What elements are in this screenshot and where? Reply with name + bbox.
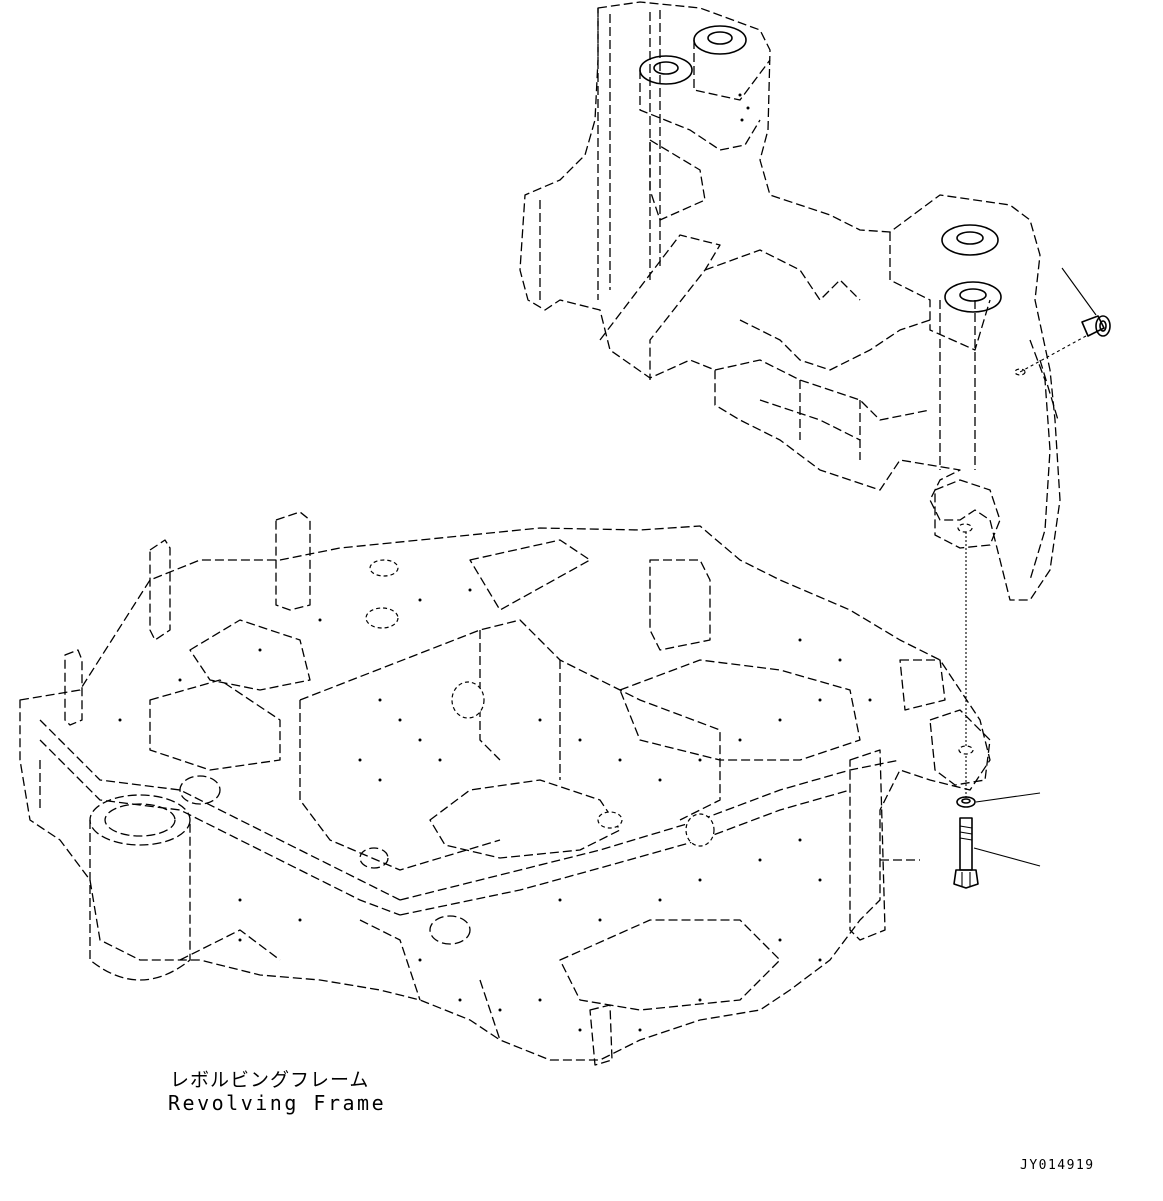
- revolving-frame-label-jp: レボルビングフレーム: [170, 1069, 370, 1091]
- leader-line-bolt: [973, 847, 1041, 867]
- plug-part: [1019, 315, 1111, 373]
- frame-fastener-dots: [118, 588, 872, 1032]
- bolt-part: [953, 817, 979, 889]
- drawing-id: JY014919: [1020, 1158, 1095, 1173]
- washer-part: [956, 796, 976, 808]
- upper-frame-assembly: [519, 1, 1061, 601]
- revolving-frame: [19, 511, 991, 1066]
- leader-line-plug: [1061, 267, 1097, 316]
- revolving-frame-label-en: Revolving Frame: [168, 1091, 387, 1115]
- leader-line-washer: [975, 792, 1041, 803]
